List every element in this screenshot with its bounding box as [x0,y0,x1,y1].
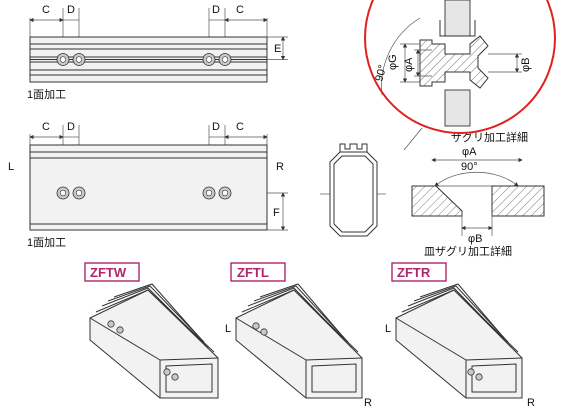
hole [163,368,171,376]
iso-product-zftw [89,283,219,399]
dim-c-left: C [42,4,50,16]
hole [116,326,124,334]
dim-d-left: D [67,121,75,133]
label-l: L [8,161,14,173]
counterbore-detail-caption: ザグリ加工詳細 [451,130,528,144]
model-tags: ZFTW ZFTL ZFTR [84,262,447,282]
detail-highlight-circle [364,0,556,134]
counterbore-detail: φG φA φB 90° ザグリ加工詳細 [364,0,556,151]
one-side-processing-label-bottom: 1面加工 [27,236,66,249]
dim-a-counterbore: φA [403,57,415,72]
dim-f: F [273,207,280,219]
dim-b-counterbore: φB [520,58,532,72]
iso-product-zftl: L R [225,283,372,409]
angle-counterbore: 90° [373,64,389,83]
top-holes [56,53,232,66]
hole [107,320,115,328]
dim-d-right: D [212,4,220,16]
top-view: C D D C [27,4,288,101]
dim-g: φG [387,54,399,70]
iso-product-zftr: L R [385,283,535,409]
side-holes [56,186,232,200]
angle-countersink: 90° [461,161,478,173]
model-name-zftw: ZFTW [90,265,127,280]
countersink-detail: φA 90° φB 皿ザグリ加工詳細 [411,146,545,258]
side-view: C D D C L R F 1面 [8,121,288,249]
model-name-zftr: ZFTR [397,265,431,280]
hole [171,373,179,381]
dim-d-right: D [212,121,220,133]
hole [260,328,268,336]
dim-a-countersink: φA [462,146,477,158]
model-tag-zftr [391,262,447,282]
iso-label-r-zftr: R [527,397,535,409]
dim-d-left: D [67,4,75,16]
dim-c-left: C [42,121,50,133]
top-view-dimension-labels: C D D C [42,4,244,16]
iso-label-l-zftl: L [225,323,231,335]
iso-label-l-zftr: L [385,323,391,335]
dim-b-countersink: φB [468,233,482,245]
label-r: R [276,161,284,173]
iso-label-r-zftl: R [364,397,372,409]
model-tag-zftl [230,262,286,282]
dim-c-right: C [236,4,244,16]
model-name-zftl: ZFTL [237,265,269,280]
dim-e: E [274,43,281,55]
dim-c-right: C [236,121,244,133]
model-tag-zftw [84,262,140,282]
cross-section [320,143,386,237]
hole [467,368,475,376]
countersink-detail-caption: 皿ザグリ加工詳細 [424,244,512,258]
hole [252,322,260,330]
one-side-processing-label-top: 1面加工 [27,88,66,101]
hole [475,373,483,381]
